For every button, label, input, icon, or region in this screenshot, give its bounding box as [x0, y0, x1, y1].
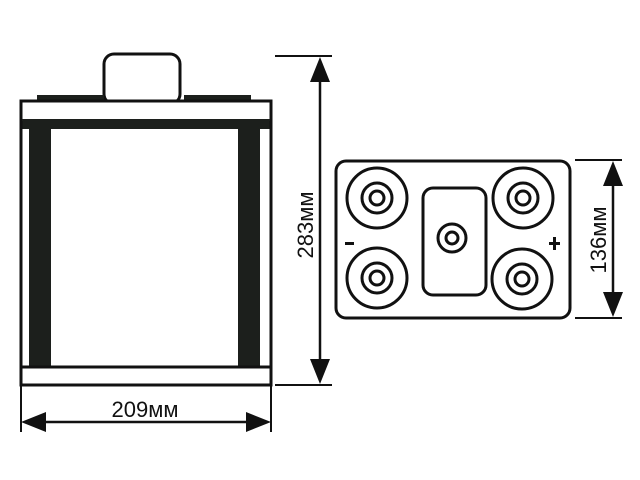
height-dimension: [275, 55, 332, 386]
arrow-up-icon: [603, 161, 623, 186]
terminal-outer-ring: [491, 166, 555, 230]
top-view-outline: [334, 159, 572, 320]
battery-lid: [19, 99, 273, 123]
lid-strip-left: [37, 95, 104, 102]
arrow-down-icon: [603, 292, 623, 317]
arrow-left-icon: [21, 412, 46, 432]
terminal-mid-ring: [360, 181, 394, 215]
battery-front-view: [19, 52, 273, 387]
center-vent-housing: [421, 186, 488, 297]
width-dimension: [20, 386, 272, 432]
terminal-negative-bottom: [345, 246, 409, 310]
lid-band: [22, 119, 270, 129]
body-pillar-left: [29, 129, 51, 366]
battery-base: [19, 365, 273, 387]
body-window: [51, 129, 238, 366]
terminal-mid-ring: [360, 261, 394, 295]
width-label: 209мм: [112, 397, 179, 422]
arrow-down-icon: [310, 359, 330, 384]
terminal-outer-ring: [490, 247, 554, 311]
arrow-up-icon: [310, 57, 330, 82]
vent-outer-ring: [436, 222, 468, 254]
terminal-inner-ring: [514, 189, 532, 207]
lid-strip-right: [184, 95, 251, 102]
terminal-mid-ring: [505, 262, 539, 296]
depth-label: 136мм: [586, 207, 611, 274]
terminal-positive-bottom: [490, 247, 554, 311]
vent-inner-ring: [444, 230, 460, 246]
battery-top-view: [334, 159, 572, 320]
terminal-inner-ring: [368, 189, 386, 207]
terminal-outer-ring: [345, 246, 409, 310]
terminal-mid-ring: [506, 181, 540, 215]
height-label: 283мм: [293, 192, 318, 259]
body-pillar-right: [238, 129, 260, 366]
terminal-inner-ring: [368, 269, 386, 287]
battery-handle: [102, 52, 182, 106]
terminal-outer-ring: [345, 166, 409, 230]
terminal-positive-top: [491, 166, 555, 230]
negative-sign-icon: [345, 242, 354, 245]
depth-dimension: [575, 159, 623, 319]
positive-sign-icon: [549, 237, 560, 250]
terminal-inner-ring: [513, 270, 531, 288]
arrow-right-icon: [246, 412, 271, 432]
terminal-negative-top: [345, 166, 409, 230]
